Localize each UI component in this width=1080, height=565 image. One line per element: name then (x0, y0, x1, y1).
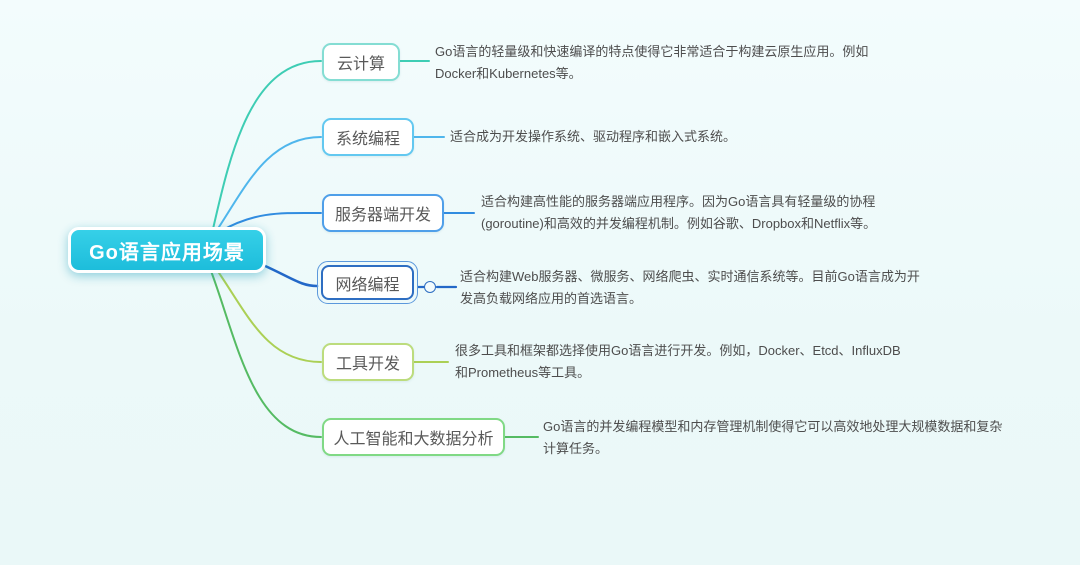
branch-line-network-programming (261, 263, 319, 288)
topic-network-programming[interactable]: 网络编程 (321, 265, 414, 300)
note-ai-big-data[interactable]: Go语言的并发编程模型和内存管理机制使得它可以高效地处理大规模数据和复杂 计算任… (543, 416, 1002, 460)
topic-server-side-development[interactable]: 服务器端开发 (322, 194, 444, 232)
note-line-2: (goroutine)和高效的并发编程机制。例如谷歌、Dropbox和Netfl… (481, 216, 877, 231)
note-line-1: 适合构建Web服务器、微服务、网络爬虫、实时通信系统等。目前Go语言成为开 (460, 269, 920, 284)
note-network-programming[interactable]: 适合构建Web服务器、微服务、网络爬虫、实时通信系统等。目前Go语言成为开 发高… (460, 266, 920, 310)
note-line-1: 适合成为开发操作系统、驱动程序和嵌入式系统。 (450, 129, 737, 144)
note-line-1: 很多工具和框架都选择使用Go语言进行开发。例如，Docker、Etcd、Infl… (455, 343, 901, 358)
branch-line-tool-development (216, 269, 322, 363)
note-tool-development[interactable]: 很多工具和框架都选择使用Go语言进行开发。例如，Docker、Etcd、Infl… (455, 340, 901, 384)
branch-line-cloud-computing (212, 60, 322, 230)
branch-line-ai-big-data (210, 270, 322, 438)
note-line-2: 计算任务。 (543, 441, 609, 456)
note-line-1: Go语言的轻量级和快速编译的特点使得它非常适合于构建云原生应用。例如 (435, 44, 869, 59)
note-cloud-computing[interactable]: Go语言的轻量级和快速编译的特点使得它非常适合于构建云原生应用。例如 Docke… (435, 41, 868, 85)
note-system-programming[interactable]: 适合成为开发操作系统、驱动程序和嵌入式系统。 (450, 126, 736, 148)
branch-line-system-programming (216, 136, 322, 231)
topic-system-programming[interactable]: 系统编程 (322, 118, 414, 156)
topic-cloud-computing[interactable]: 云计算 (322, 43, 400, 81)
note-line-2: 和Prometheus等工具。 (455, 365, 591, 380)
note-line-1: Go语言的并发编程模型和内存管理机制使得它可以高效地处理大规模数据和复杂 (543, 419, 1003, 434)
topic-tool-development[interactable]: 工具开发 (322, 343, 414, 381)
selection-ring: 网络编程 (317, 261, 418, 304)
note-line-1: 适合构建高性能的服务器端应用程序。因为Go语言具有轻量级的协程 (481, 194, 876, 209)
note-line-2: Docker和Kubernetes等。 (435, 66, 582, 81)
topic-ai-big-data[interactable]: 人工智能和大数据分析 (322, 418, 505, 456)
root-topic[interactable]: Go语言应用场景 (68, 227, 266, 273)
collapse-handle-icon[interactable] (424, 281, 436, 293)
note-line-2: 发高负载网络应用的首选语言。 (460, 291, 643, 306)
note-server-side-development[interactable]: 适合构建高性能的服务器端应用程序。因为Go语言具有轻量级的协程 (gorouti… (481, 191, 876, 235)
